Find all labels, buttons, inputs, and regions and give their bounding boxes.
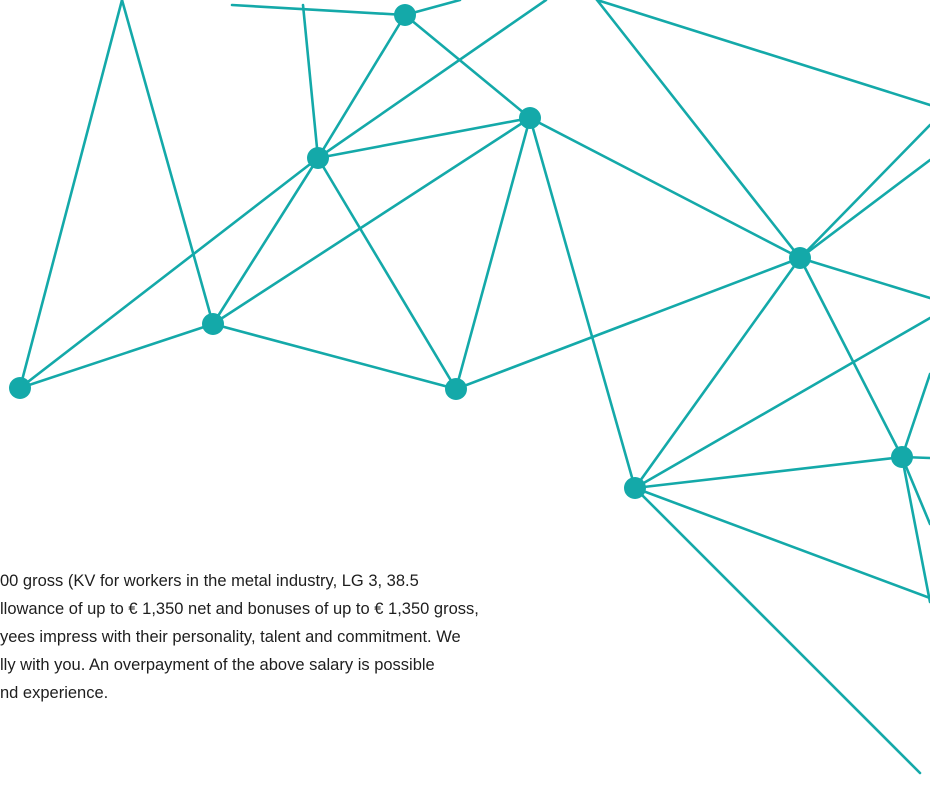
network-node xyxy=(789,247,811,269)
network-edge xyxy=(211,156,320,326)
network-edge xyxy=(316,156,458,391)
network-edge xyxy=(900,372,930,459)
network-node xyxy=(9,377,31,399)
network-edge xyxy=(633,486,930,600)
network-edge xyxy=(316,116,532,160)
network-node xyxy=(202,313,224,335)
network-edge xyxy=(633,486,922,775)
salary-text-line: yees impress with their personality, tal… xyxy=(0,628,461,646)
network-edge xyxy=(211,116,532,326)
network-edge xyxy=(120,0,215,326)
network-edge xyxy=(301,3,320,160)
salary-text: 00 gross (KV for workers in the metal in… xyxy=(0,567,479,707)
network-nodes xyxy=(9,4,913,499)
network-edge xyxy=(633,316,930,490)
network-edge xyxy=(316,0,548,160)
network-edge xyxy=(798,256,904,459)
network-edge xyxy=(403,13,532,120)
network-edge xyxy=(633,256,802,490)
network-node xyxy=(394,4,416,26)
network-edges xyxy=(18,0,930,775)
network-edge xyxy=(595,0,802,260)
network-node xyxy=(519,107,541,129)
network-edge xyxy=(18,156,320,390)
network-edge xyxy=(798,256,930,300)
network-edge xyxy=(595,0,930,107)
network-edge xyxy=(454,256,802,391)
network-node xyxy=(624,477,646,499)
network-edge xyxy=(900,455,930,604)
salary-text-line: llowance of up to € 1,350 net and bonuse… xyxy=(0,600,479,618)
network-node xyxy=(445,378,467,400)
network-edge xyxy=(211,322,458,391)
network-edge xyxy=(454,116,532,391)
network-edge xyxy=(633,455,904,490)
network-edge xyxy=(316,13,407,160)
network-edge xyxy=(798,123,930,260)
network-edge xyxy=(528,116,637,490)
salary-text-line: 00 gross (KV for workers in the metal in… xyxy=(0,572,419,590)
salary-text-line: lly with you. An overpayment of the abov… xyxy=(0,656,435,674)
network-node xyxy=(307,147,329,169)
salary-text-line: nd experience. xyxy=(0,684,109,702)
network-edge xyxy=(18,0,124,390)
network-node xyxy=(891,446,913,468)
network-edge xyxy=(528,116,802,260)
network-edge xyxy=(798,158,930,260)
network-edge xyxy=(18,322,215,390)
network-edge xyxy=(230,3,407,17)
network-edge xyxy=(900,455,930,526)
